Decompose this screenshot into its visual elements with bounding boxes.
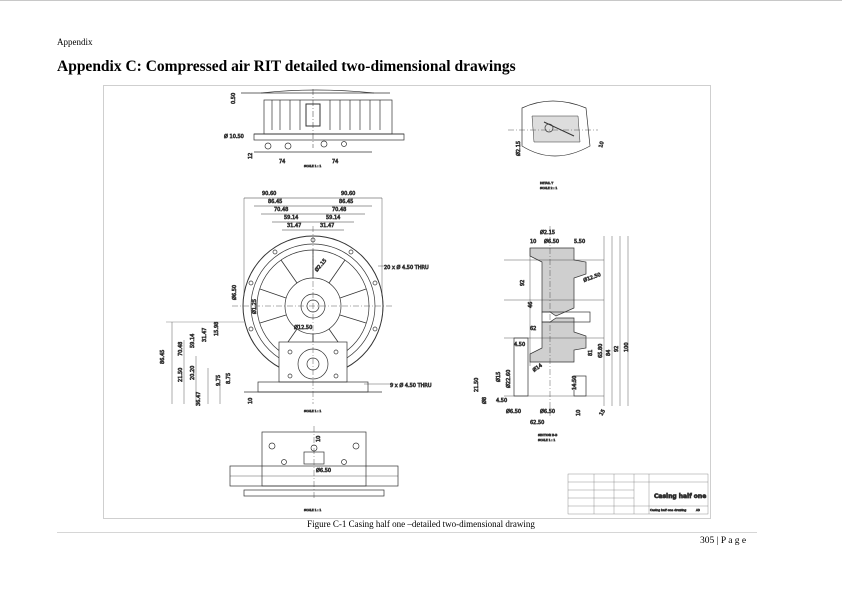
front-view-dim: 9.75: [216, 375, 222, 386]
front-view-dim: 86.45: [160, 350, 166, 364]
front-view-dim: Ø12.50: [294, 324, 312, 331]
front-view-dim: 59.14: [284, 215, 298, 221]
front-view-dim: 90.60: [262, 191, 276, 197]
section-view-dim: 100: [624, 342, 630, 352]
top-view-dim: 0.50: [231, 93, 237, 104]
section-view-dim: 21.50: [474, 378, 480, 392]
top-view-dim: 12: [248, 153, 254, 159]
section-view-dim: Ø8: [481, 397, 488, 404]
section-view-label: SECTION B-B: [538, 433, 557, 437]
top-rule: [0, 0, 842, 1]
figure-caption: Figure C-1 Casing half one –detailed two…: [307, 519, 535, 529]
section-view-dim: Ø6.50: [540, 408, 555, 415]
front-view-dim: 15.98: [214, 322, 220, 336]
top-view: [241, 89, 405, 153]
front-view-dim: 31.47: [202, 328, 208, 342]
section-view-dim: 14.50: [572, 376, 578, 390]
front-view-dim: 31.47: [320, 223, 334, 229]
section-view-dim: 65.80: [598, 344, 604, 358]
title-block-title: Casing half one: [654, 493, 706, 500]
scale-note: SCALE 2 : 1: [540, 186, 557, 190]
front-view-dim: 20.20: [190, 366, 196, 380]
front-view-dim: Ø6.50: [231, 285, 238, 300]
section-view-dim: 10: [576, 410, 582, 416]
section-view-dim: 4.50: [514, 342, 525, 348]
title-block: [567, 473, 709, 515]
engineering-drawing-figure: 0.50 Ø 10.50 12 74 74 SCALE 1 : 1: [103, 85, 711, 519]
section-view-dim: Ø14: [531, 362, 543, 374]
page-number: 305 | P a g e: [700, 536, 747, 546]
front-view-dim: 31.47: [287, 223, 301, 229]
drawing-canvas: 0.50 Ø 10.50 12 74 74 SCALE 1 : 1: [160, 89, 709, 515]
detail-view: [508, 100, 598, 157]
running-head: Appendix: [57, 37, 93, 47]
scale-note: SCALE 1 : 1: [304, 508, 321, 512]
section-view-dim: 92: [520, 280, 526, 286]
section-view-dim: 62: [530, 326, 536, 332]
footer-rule: [57, 532, 757, 533]
front-view-dim: 59.14: [190, 334, 196, 348]
front-view-dim: 70.48: [178, 342, 184, 356]
bottom-view-dim: 10: [316, 436, 322, 442]
front-view-dim: 59.14: [326, 215, 340, 221]
section-view-dim: Ø6.50: [544, 238, 559, 245]
front-view-dim: 21.50: [178, 368, 184, 382]
detail-view-dim: Ø2.15: [515, 141, 522, 156]
section-view: [504, 226, 629, 416]
section-view-dim: Ø6.50: [506, 408, 521, 415]
front-view-dim: 10: [248, 398, 254, 404]
hole-callout-top: 20 x Ø 4.50 THRU: [384, 264, 429, 271]
bottom-view-dim: Ø6.50: [316, 467, 331, 474]
front-view-dim: 86.45: [339, 199, 353, 205]
front-view-dim: 86.45: [268, 199, 282, 205]
scale-note: SCALE 1 : 1: [304, 164, 321, 168]
section-view-dim: 84: [606, 350, 612, 356]
section-view-dim: 46: [528, 302, 534, 308]
section-view-dim: Ø22.60: [505, 370, 512, 388]
front-view-dim: Ø2.15: [313, 257, 328, 273]
front-view-dim: 36.47: [196, 392, 202, 406]
top-view-dim: 74: [279, 159, 285, 165]
section-view-dim: 5.50: [574, 239, 585, 245]
front-view-dim: Ø1.25: [251, 299, 258, 314]
appendix-heading: Appendix C: Compressed air RIT detailed …: [57, 58, 516, 75]
section-view-dim: 62.50: [530, 420, 544, 426]
front-view-dim: 70.48: [332, 207, 346, 213]
section-view-dim: Ø2.15: [540, 229, 555, 236]
front-view-dim: 70.48: [274, 207, 288, 213]
section-view-dim: 10: [530, 239, 536, 245]
scale-note: SCALE 1 : 1: [538, 438, 555, 442]
section-view-dim: 81: [588, 350, 594, 356]
front-view-dim: 8.75: [226, 373, 232, 384]
top-view-dim: Ø 10.50: [224, 133, 244, 140]
scale-note: SCALE 1 : 1: [304, 409, 321, 413]
section-view-dim: 4.50: [496, 398, 507, 404]
section-view-dim: 92: [614, 346, 620, 352]
front-view: [166, 197, 394, 404]
front-view-dim: 90.60: [341, 191, 355, 197]
title-block-sheet: A3: [696, 508, 700, 512]
section-view-dim: 15: [599, 408, 607, 417]
hole-callout-bottom: 9 x Ø 4.50 THRU: [390, 382, 432, 389]
detail-view-label: DETAIL T: [540, 181, 553, 185]
detail-view-dim: 10: [598, 141, 605, 149]
title-block-subtitle: Casing half one drawing: [650, 508, 686, 512]
section-view-dim: Ø15: [495, 372, 502, 382]
top-view-dim: 74: [332, 159, 338, 165]
bottom-view: [229, 426, 399, 498]
